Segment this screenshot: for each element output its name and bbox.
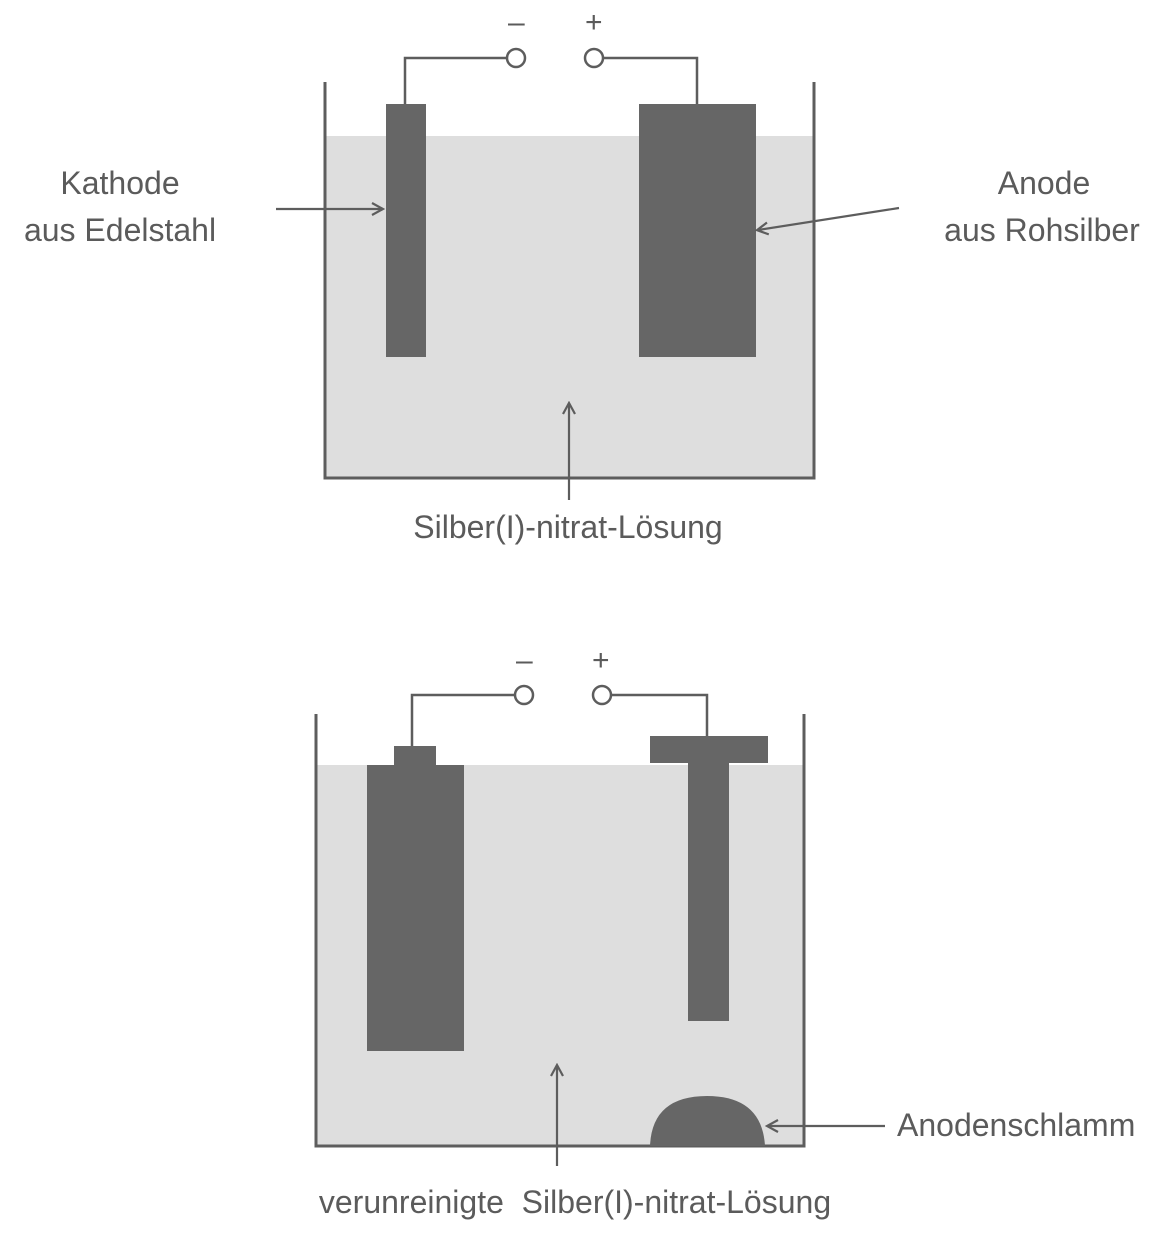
top-plus-sign: + [585,6,603,39]
bottom-container [314,714,806,1148]
top-anode [639,104,756,357]
sludge-label: Anodenschlamm [897,1107,1136,1143]
top-anode-arrow [758,206,900,230]
top-cell [276,47,900,500]
cathode-label-line2: aus Edelstahl [23,212,217,248]
bottom-minus-terminal [513,684,535,706]
top-cathode [386,104,426,357]
bottom-anode-wire [611,693,709,736]
bottom-plus-terminal [591,684,613,706]
bottom-plus-sign: + [592,644,610,677]
bottom-cathode-connector [394,746,436,766]
top-plus-terminal [583,47,605,69]
bottom-solution-label: verunreinigte Silber(I)-nitrat-Lösung [318,1184,832,1220]
bottom-cell [314,684,885,1166]
top-solution-label: Silber(I)-nitrat-Lösung [413,509,723,545]
bottom-anode-stem [688,762,729,1021]
anode-label-line2: aus Rohsilber [944,212,1140,248]
top-minus-sign: – [508,6,525,39]
anode-label-line1: Anode [997,165,1091,201]
cathode-label-line1: Kathode [60,165,180,201]
top-minus-terminal [505,47,527,69]
bottom-cathode-wire [410,693,515,746]
top-anode-wire [603,56,699,104]
bottom-anode-bar [650,736,768,763]
bottom-minus-sign: – [516,644,533,677]
bottom-cathode [367,765,464,1051]
top-cathode-wire [403,56,507,104]
anode-sludge [650,1096,765,1146]
